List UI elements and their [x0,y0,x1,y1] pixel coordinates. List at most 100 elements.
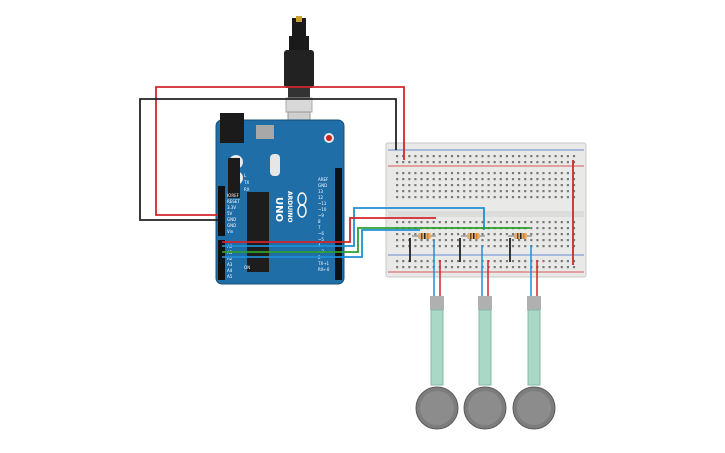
breadboard-hole [518,239,521,242]
center-channel [388,211,584,217]
breadboard-hole [566,161,569,164]
breadboard-hole [420,239,423,242]
breadboard-hole [572,178,576,181]
breadboard-hole [560,233,563,236]
breadboard-hole [505,260,508,263]
breadboard-hole [554,161,557,164]
breadboard-hole [505,155,508,158]
breadboard-hole [511,221,515,224]
digital-pin-label: ~9 [318,213,324,218]
analog-pin-label: A3 [227,262,233,267]
digital-pin-label: 7 [318,225,321,230]
breadboard-hole [499,221,502,224]
breadboard-hole [444,196,447,199]
breadboard-hole [426,178,429,181]
breadboard-hole [463,239,466,242]
breadboard-hole [408,161,411,164]
breadboard-hole [396,184,399,187]
breadboard-hole [542,196,545,199]
breadboard-hole [548,172,551,175]
breadboard-hole [524,155,527,158]
breadboard-hole [572,190,576,193]
breadboard-hole [566,221,569,224]
breadboard-hole [432,178,435,181]
breadboard-hole [566,190,569,193]
breadboard-hole [493,172,496,175]
breadboard-hole [548,239,551,242]
digital-pin-label: ~11 [318,201,327,206]
arduino-logo: ARDUINO UNO [273,191,307,222]
breadboard-hole [548,227,551,230]
breadboard-hole [548,233,551,236]
breadboard-hole [505,233,508,236]
breadboard-hole [432,172,435,175]
breadboard-hole [542,233,545,236]
breadboard-hole [463,172,466,175]
breadboard-hole [475,266,478,269]
breadboard-hole [408,196,411,199]
breadboard-hole [511,184,515,187]
breadboard-hole [396,161,399,164]
breadboard-hole [518,161,521,164]
breadboard-hole [536,245,539,248]
breadboard-hole [402,196,405,199]
breadboard-hole [438,172,441,175]
breadboard-hole [530,178,533,181]
breadboard-hole [499,184,502,187]
breadboard-hole [499,196,502,199]
breadboard-hole [408,221,411,224]
breadboard-hole [481,221,484,224]
led-label: TX [243,180,249,185]
breadboard-hole [542,155,545,158]
breadboard-hole [463,266,466,269]
breadboard-hole [560,178,563,181]
breadboard-hole [560,190,563,193]
power-pin-label: GND [227,223,236,228]
breadboard-hole [542,227,545,230]
breadboard-hole [493,178,496,181]
breadboard-hole [475,221,478,224]
breadboard-hole [536,161,539,164]
breadboard-hole [444,245,447,248]
arduino-uno-board: IOREF RESET 3.3V 5V GND GND Vin A0 A1 A2… [215,113,345,285]
breadboard-hole [444,184,447,187]
breadboard-hole [475,260,478,263]
breadboard-hole [548,266,551,269]
breadboard [385,142,587,278]
breadboard-hole [560,227,563,230]
breadboard-hole [518,172,521,175]
breadboard-hole [432,190,435,193]
breadboard-hole [511,155,515,158]
breadboard-hole [499,178,502,181]
breadboard-hole [432,161,435,164]
breadboard-hole [560,155,563,158]
breadboard-hole [475,184,478,187]
breadboard-hole [414,155,417,158]
breadboard-hole [438,155,441,158]
breadboard-hole [469,190,472,193]
breadboard-hole [457,161,460,164]
breadboard-hole [444,172,447,175]
breadboard-hole [499,155,502,158]
breadboard-hole [414,190,417,193]
digital-header [335,168,342,280]
fsr-sensors [415,240,556,430]
breadboard-hole [518,221,521,224]
breadboard-hole [542,221,545,224]
breadboard-hole [493,245,496,248]
breadboard-hole [396,245,399,248]
breadboard-hole [487,172,490,175]
breadboard-hole [511,260,515,263]
breadboard-hole [396,260,399,263]
breadboard-hole [566,172,569,175]
breadboard-hole [481,233,484,236]
breadboard-hole [408,233,411,236]
breadboard-hole [487,178,490,181]
breadboard-hole [536,221,539,224]
breadboard-hole [396,266,399,269]
breadboard-hole [469,161,472,164]
breadboard-hole [548,221,551,224]
breadboard-hole [560,221,563,224]
voltage-regulator [256,125,274,139]
breadboard-hole [457,184,460,187]
